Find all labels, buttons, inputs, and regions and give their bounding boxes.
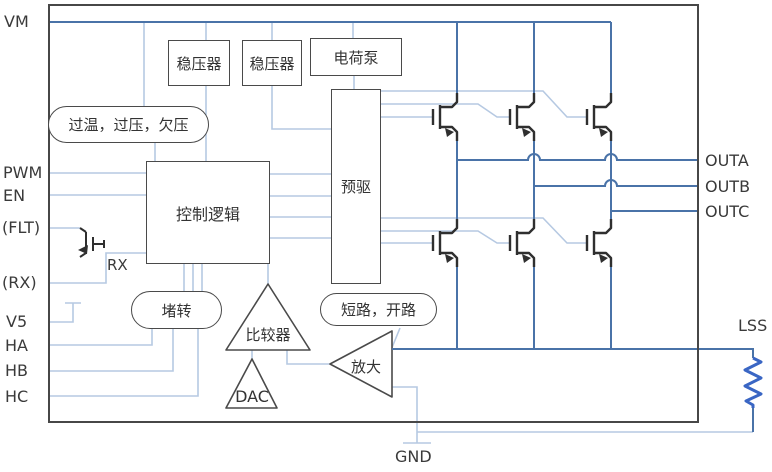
charge-pump-block: 电荷泵 xyxy=(310,38,402,76)
pin-en: EN xyxy=(3,186,26,205)
rx-internal-label: RX xyxy=(107,256,128,274)
charge-pump-label: 电荷泵 xyxy=(333,48,379,67)
predriver-label: 预驱 xyxy=(340,178,371,196)
comparator-triangle xyxy=(225,283,311,351)
pin-ha: HA xyxy=(5,336,28,355)
pin-hb: HB xyxy=(5,361,29,380)
pin-rx: (RX) xyxy=(2,273,37,292)
amplifier-label: 放大 xyxy=(350,358,381,376)
nmos-low-b-icon xyxy=(508,219,536,267)
mosfet-bridge xyxy=(431,93,613,267)
nmos-low-a-icon xyxy=(431,219,459,267)
outa-wire xyxy=(457,153,699,161)
pin-outc: OUTC xyxy=(705,202,750,221)
fault-block: 短路，开路 xyxy=(320,293,437,326)
pin-hc: HC xyxy=(5,387,29,406)
pin-flt: (FLT) xyxy=(2,218,41,237)
outb-wire xyxy=(534,179,699,187)
pin-outa: OUTA xyxy=(705,151,749,170)
fault-label: 短路，开路 xyxy=(340,301,416,319)
flt-transistor-icon xyxy=(78,227,105,258)
regulator1-label: 稳压器 xyxy=(176,54,222,73)
stall-label: 堵转 xyxy=(161,301,192,320)
dac-triangle xyxy=(225,358,278,409)
pin-v5: V5 xyxy=(6,312,28,331)
protection-block: 过温，过压，欠压 xyxy=(48,106,209,143)
protection-label: 过温，过压，欠压 xyxy=(68,116,189,134)
pin-vm: VM xyxy=(4,12,29,31)
resistor-icon xyxy=(743,356,763,408)
power-wires xyxy=(48,21,754,432)
stall-block: 堵转 xyxy=(131,291,222,329)
pin-gnd: GND xyxy=(395,447,432,466)
amplifier-triangle xyxy=(329,330,393,398)
dac-label: DAC xyxy=(235,387,269,406)
nmos-low-c-icon xyxy=(585,219,613,267)
regulator2-label: 稳压器 xyxy=(249,54,295,73)
pin-lss: LSS xyxy=(738,316,768,335)
regulator1-block: 稳压器 xyxy=(168,40,230,86)
chip-outline xyxy=(48,4,699,423)
signal-wires xyxy=(48,22,753,444)
regulator2-block: 稳压器 xyxy=(242,40,302,86)
lss-wire xyxy=(392,348,754,432)
predriver-block: 预驱 xyxy=(331,89,381,284)
control-logic-block: 控制逻辑 xyxy=(146,161,270,264)
nmos-high-b-icon xyxy=(508,93,536,141)
comparator-label: 比较器 xyxy=(245,326,291,344)
pin-pwm: PWM xyxy=(3,163,43,182)
nmos-high-a-icon xyxy=(431,93,459,141)
nmos-high-c-icon xyxy=(585,93,613,141)
control-logic-label: 控制逻辑 xyxy=(175,204,240,224)
pin-outb: OUTB xyxy=(705,177,751,196)
